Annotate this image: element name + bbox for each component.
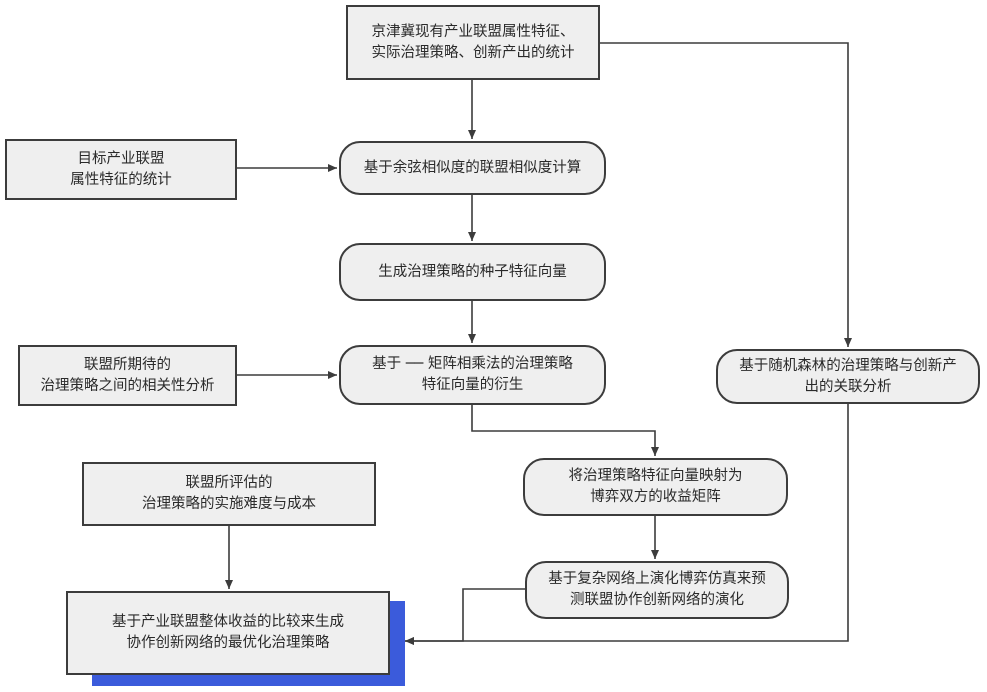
box-expected-correlation-line2: 治理策略之间的相关性分析 [40, 377, 215, 394]
box-random-forest-line2: 出的关联分析 [804, 378, 892, 395]
box-evolution-simulation: 基于复杂网络上演化博弈仿真来预 测联盟协作创新网络的演化 [525, 561, 789, 619]
box-optimal-strategy-line2: 协作创新网络的最优化治理策略 [126, 635, 330, 651]
box-target-attributes-line2: 属性特征的统计 [70, 171, 172, 188]
arrow-matrix-to-payoff [471, 405, 659, 456]
box-seed-vector: 生成治理策略的种子特征向量 [339, 243, 606, 301]
box-matrix-derivation-line1: 基于 ── 矩阵相乘法的治理策略 [372, 356, 573, 372]
box-random-forest-line1: 基于随机森林的治理策略与创新产 [739, 357, 957, 374]
box-current-stats-line2: 实际治理策略、创新产出的统计 [371, 44, 575, 61]
box-cost-evaluation: 联盟所评估的 治理策略的实施难度与成本 [82, 462, 376, 526]
box-optimal-strategy-line1: 基于产业联盟整体收益的比较来生成 [112, 614, 344, 630]
box-cosine-similarity: 基于余弦相似度的联盟相似度计算 [339, 141, 606, 195]
box-optimal-strategy: 基于产业联盟整体收益的比较来生成 协作创新网络的最优化治理策略 [66, 591, 390, 675]
arrow-stats-to-forest [600, 42, 852, 347]
box-cost-evaluation-line1: 联盟所评估的 [185, 475, 273, 491]
box-matrix-derivation-line2: 特征向量的衍生 [421, 377, 524, 393]
box-seed-vector-line1: 生成治理策略的种子特征向量 [378, 263, 567, 280]
box-target-attributes-line1: 目标产业联盟 [77, 150, 165, 167]
arrow-forest-to-optimal [405, 404, 849, 645]
box-current-stats: 京津冀现有产业联盟属性特征、 实际治理策略、创新产出的统计 [346, 5, 600, 80]
box-cosine-similarity-line1: 基于余弦相似度的联盟相似度计算 [363, 159, 582, 176]
box-payoff-matrix-line2: 博弈双方的收益矩阵 [590, 489, 721, 505]
arrow-evolution-to-optimal [405, 588, 525, 645]
box-current-stats-line1: 京津冀现有产业联盟属性特征、 [371, 23, 575, 40]
box-payoff-matrix: 将治理策略特征向量映射为 博弈双方的收益矩阵 [523, 458, 788, 516]
box-target-attributes: 目标产业联盟 属性特征的统计 [5, 139, 237, 200]
box-expected-correlation-line1: 联盟所期待的 [84, 356, 171, 373]
box-random-forest: 基于随机森林的治理策略与创新产 出的关联分析 [716, 349, 980, 404]
box-evolution-simulation-line2: 测联盟协作创新网络的演化 [570, 592, 744, 608]
box-cost-evaluation-line2: 治理策略的实施难度与成本 [142, 496, 316, 512]
box-expected-correlation: 联盟所期待的 治理策略之间的相关性分析 [18, 345, 237, 406]
box-payoff-matrix-line1: 将治理策略特征向量映射为 [568, 468, 743, 484]
box-matrix-derivation: 基于 ── 矩阵相乘法的治理策略 特征向量的衍生 [339, 345, 606, 405]
box-evolution-simulation-line1: 基于复杂网络上演化博弈仿真来预 [548, 571, 766, 587]
